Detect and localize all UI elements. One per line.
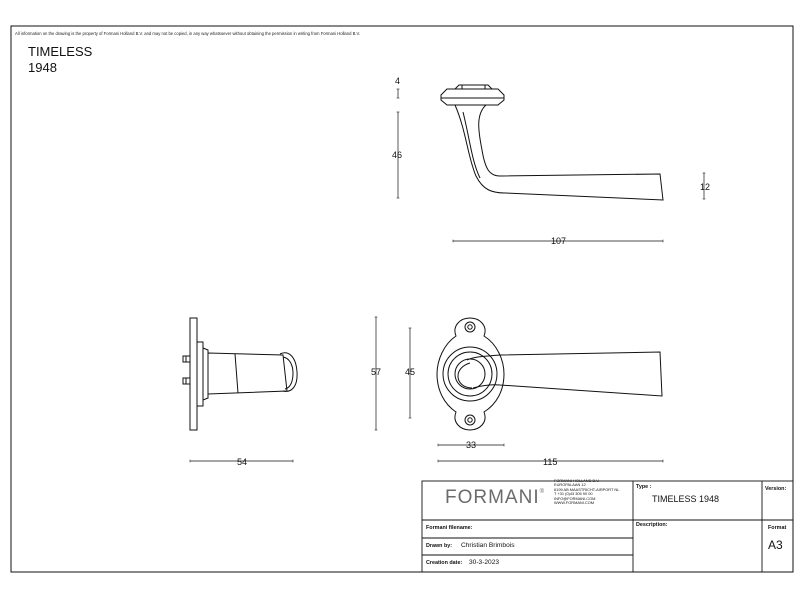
drawn-by-value: Christian Brimbois: [461, 542, 515, 549]
version-label: Version:: [765, 486, 787, 492]
type-value: TIMELESS 1948: [652, 494, 720, 504]
format-label: Format: [768, 525, 787, 531]
dim-top-107: 107: [551, 236, 567, 246]
product-year: 1948: [28, 60, 57, 75]
copyright-notice: All information on the drawing is the pr…: [15, 31, 361, 36]
front-dimension-lines: [374, 316, 664, 463]
top-dimension-lines: [396, 88, 706, 243]
front-view: [436, 317, 663, 431]
formani-logo: FORMANI®: [445, 487, 546, 508]
dim-front-115: 115: [543, 457, 558, 467]
dim-side-54: 54: [237, 457, 248, 467]
lever-end-side: [279, 352, 298, 392]
screw-hole-bottom: [464, 414, 476, 426]
description-label: Description:: [636, 522, 668, 528]
dim-front-57: 57: [371, 367, 382, 377]
screw-hole-top: [464, 321, 476, 333]
sheet-border: [10, 25, 794, 573]
drawn-by-label: Drawn by:: [426, 543, 453, 549]
top-view: [440, 84, 664, 201]
product-name: TIMELESS: [28, 44, 93, 59]
company-address: FORMANI HOLLAND B.V. EUROPALAAN 12 6199 …: [554, 478, 620, 506]
format-value: A3: [768, 538, 783, 552]
lever-front: [466, 351, 663, 397]
filename-label: Formani filename:: [426, 525, 473, 531]
dim-front-45: 45: [405, 367, 416, 377]
dim-top-4: 4: [395, 76, 401, 86]
creation-date-value: 30-3-2023: [469, 559, 500, 566]
creation-date-label: Creation date:: [426, 560, 463, 566]
rose-plate-side: [189, 317, 198, 431]
dim-top-12: 12: [700, 182, 711, 192]
lever-outline: [454, 104, 664, 201]
side-view: [182, 317, 298, 431]
lever-side: [207, 352, 288, 395]
title-block: [421, 480, 794, 573]
dim-top-46: 46: [392, 150, 403, 160]
type-label: Type :: [636, 484, 652, 490]
rose-outline-front: [436, 317, 505, 431]
dim-front-33: 33: [466, 440, 477, 450]
rose-outline: [440, 88, 505, 106]
